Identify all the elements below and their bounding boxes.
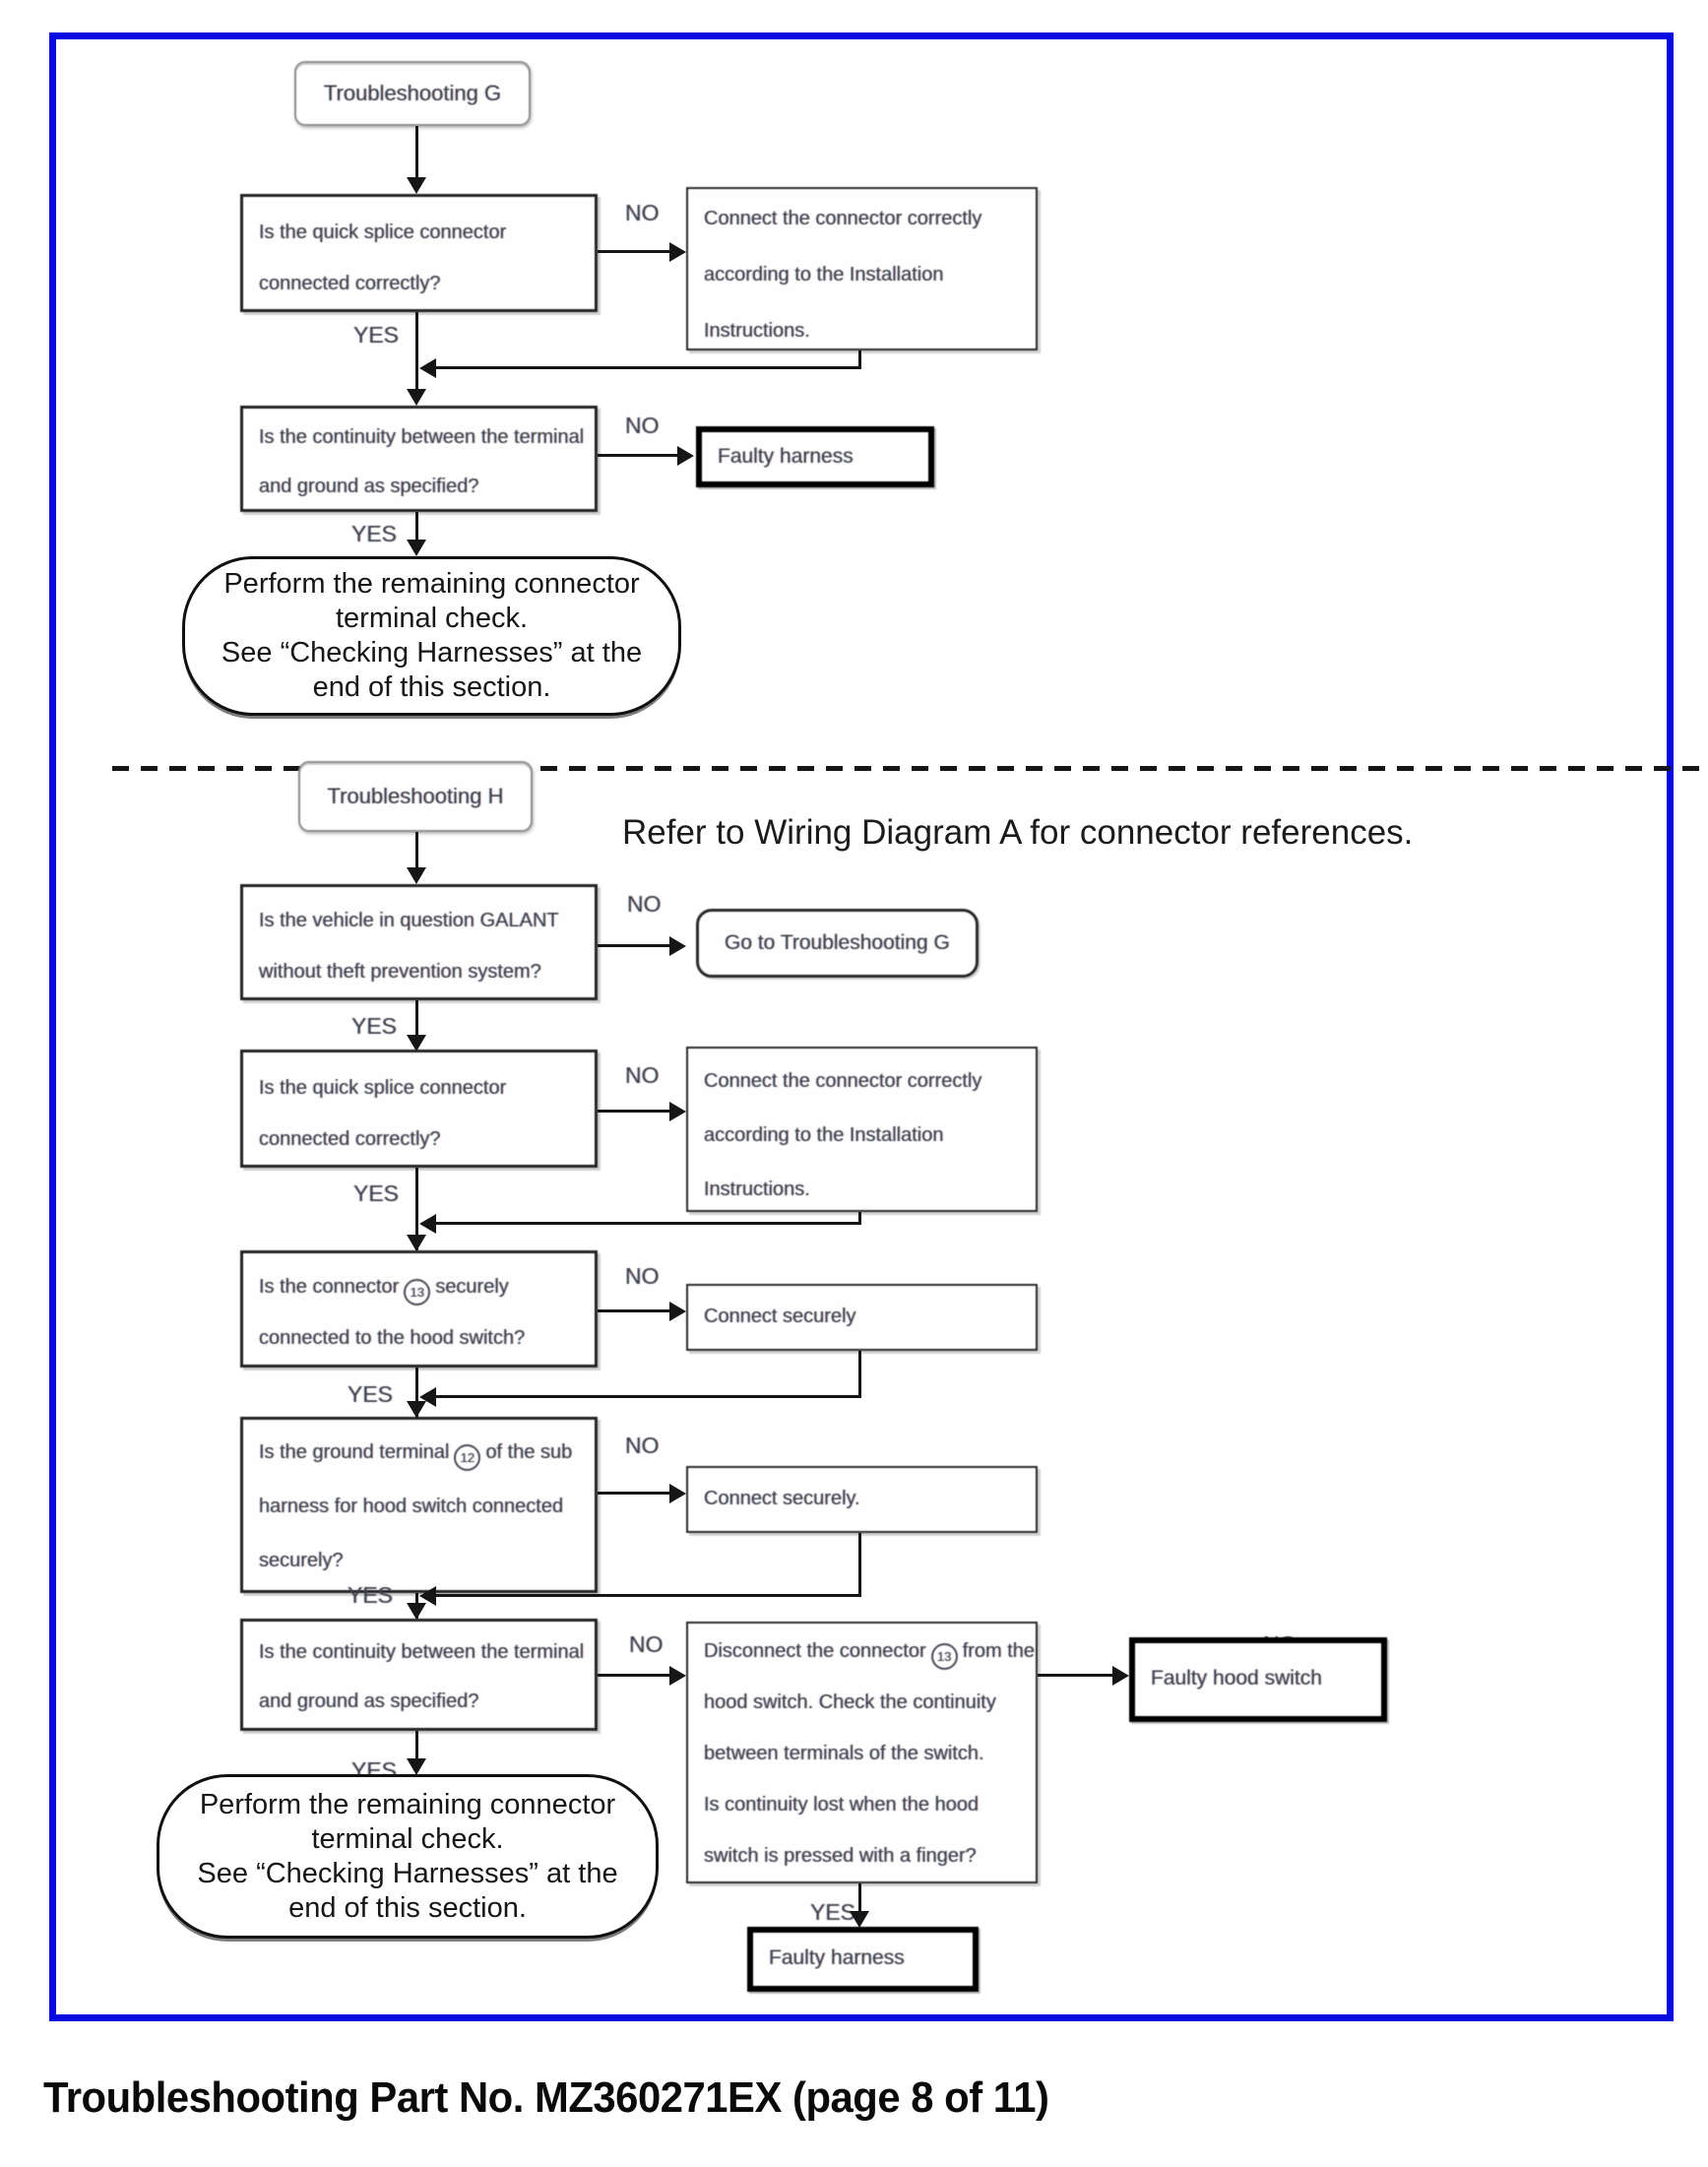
h-question-vehicle: Is the vehicle in question GALANT withou… [240,884,598,1000]
flow-line [415,1168,418,1250]
g-faulty-harness: Faulty harness [696,426,934,487]
arrow-right-icon [669,936,686,956]
arrow-right-icon [669,242,686,262]
flow-line [858,351,861,368]
flow-line [434,1222,861,1225]
circled-connector-number: 13 [930,1643,958,1670]
arrow-right-icon [677,446,694,466]
flow-line [415,832,418,867]
g-question-continuity: Is the continuity between the terminal a… [240,406,598,512]
h-goto-troubleshooting-g: Go to Troubleshooting G [696,909,979,978]
section-divider [112,766,1708,771]
page-caption: Troubleshooting Part No. MZ360271EX (pag… [43,2073,1049,2122]
h-no-label-2: NO [625,1062,660,1088]
arrow-down-icon [407,1035,426,1052]
h-faulty-hood-switch: Faulty hood switch [1129,1637,1387,1722]
g-no-label-2: NO [625,413,660,438]
h-faulty-harness: Faulty harness [747,1927,979,1992]
h-action-connect: Connect the connector correctly accordin… [686,1047,1038,1212]
flow-line [415,512,418,542]
flow-line [415,1000,418,1037]
flow-line [415,312,418,389]
flow-line [598,1674,670,1677]
g-action-connect: Connect the connector correctly accordin… [686,187,1038,351]
h-question-continuity: Is the continuity between the terminal a… [240,1619,598,1731]
arrow-down-icon [407,177,426,194]
g-yes-label-2: YES [351,521,398,546]
diagram-border: Troubleshooting G Is the quick splice co… [49,32,1708,2021]
flow-line [598,944,670,947]
wiring-diagram-note: Refer to Wiring Diagram A for connector … [622,813,1414,852]
circled-connector-number: 13 [404,1279,431,1306]
arrow-right-icon [669,1666,686,1686]
h-action-connect-securely-1: Connect securely [686,1284,1038,1351]
chart-g-title: Troubleshooting G [294,61,531,126]
h-no-label-4: NO [625,1433,660,1458]
h-action-connect-securely-2: Connect securely. [686,1466,1038,1533]
chart-g-title-label: Troubleshooting G [323,81,502,105]
chart-h-title-label: Troubleshooting H [327,784,504,808]
flow-line [598,250,670,253]
arrow-down-icon [407,1235,426,1251]
flow-line [434,366,861,369]
circled-terminal-number: 12 [454,1444,481,1471]
h-terminator: Perform the remaining connector terminal… [157,1774,659,1939]
arrow-right-icon [1112,1666,1129,1686]
arrow-left-icon [419,358,436,378]
h-yes-label-1: YES [351,1013,398,1039]
g-no-label-1: NO [625,200,660,225]
h-yes-label-4: YES [348,1582,394,1608]
h-yes-label-6: YES [810,1899,856,1925]
g-yes-label-1: YES [353,322,400,348]
flow-line [434,1594,861,1597]
arrow-left-icon [419,1214,436,1234]
h-no-label-3: NO [625,1263,660,1289]
flow-line [858,1351,861,1398]
flow-line [858,1883,861,1915]
arrow-left-icon [419,1387,436,1407]
h-yes-label-2: YES [353,1180,400,1206]
flow-line [598,1309,670,1312]
flow-line [415,1731,418,1760]
flow-line [415,1368,418,1419]
arrow-left-icon [419,1586,436,1606]
flow-line [598,1492,670,1495]
arrow-down-icon [407,1758,426,1775]
h-no-label-5: NO [629,1631,664,1657]
flow-line [858,1533,861,1597]
arrow-right-icon [669,1302,686,1321]
g-question-splice: Is the quick splice connector connected … [240,194,598,312]
arrow-right-icon [669,1484,686,1503]
flow-line [434,1395,861,1398]
g-terminator: Perform the remaining connector terminal… [182,556,681,716]
h-question-splice: Is the quick splice connector connected … [240,1050,598,1168]
h-yes-label-3: YES [348,1381,394,1407]
arrow-down-icon [407,540,426,556]
arrow-down-icon [407,867,426,884]
flow-line [598,1110,670,1113]
arrow-right-icon [669,1102,686,1121]
flow-line [1038,1674,1113,1677]
arrow-down-icon [850,1911,869,1928]
arrow-down-icon [407,389,426,406]
h-no-label-1: NO [627,891,662,917]
arrow-down-icon [407,1603,426,1620]
flow-line [858,1212,861,1224]
flow-line [598,454,678,457]
flow-line [415,126,418,177]
chart-h-title: Troubleshooting H [298,761,533,832]
